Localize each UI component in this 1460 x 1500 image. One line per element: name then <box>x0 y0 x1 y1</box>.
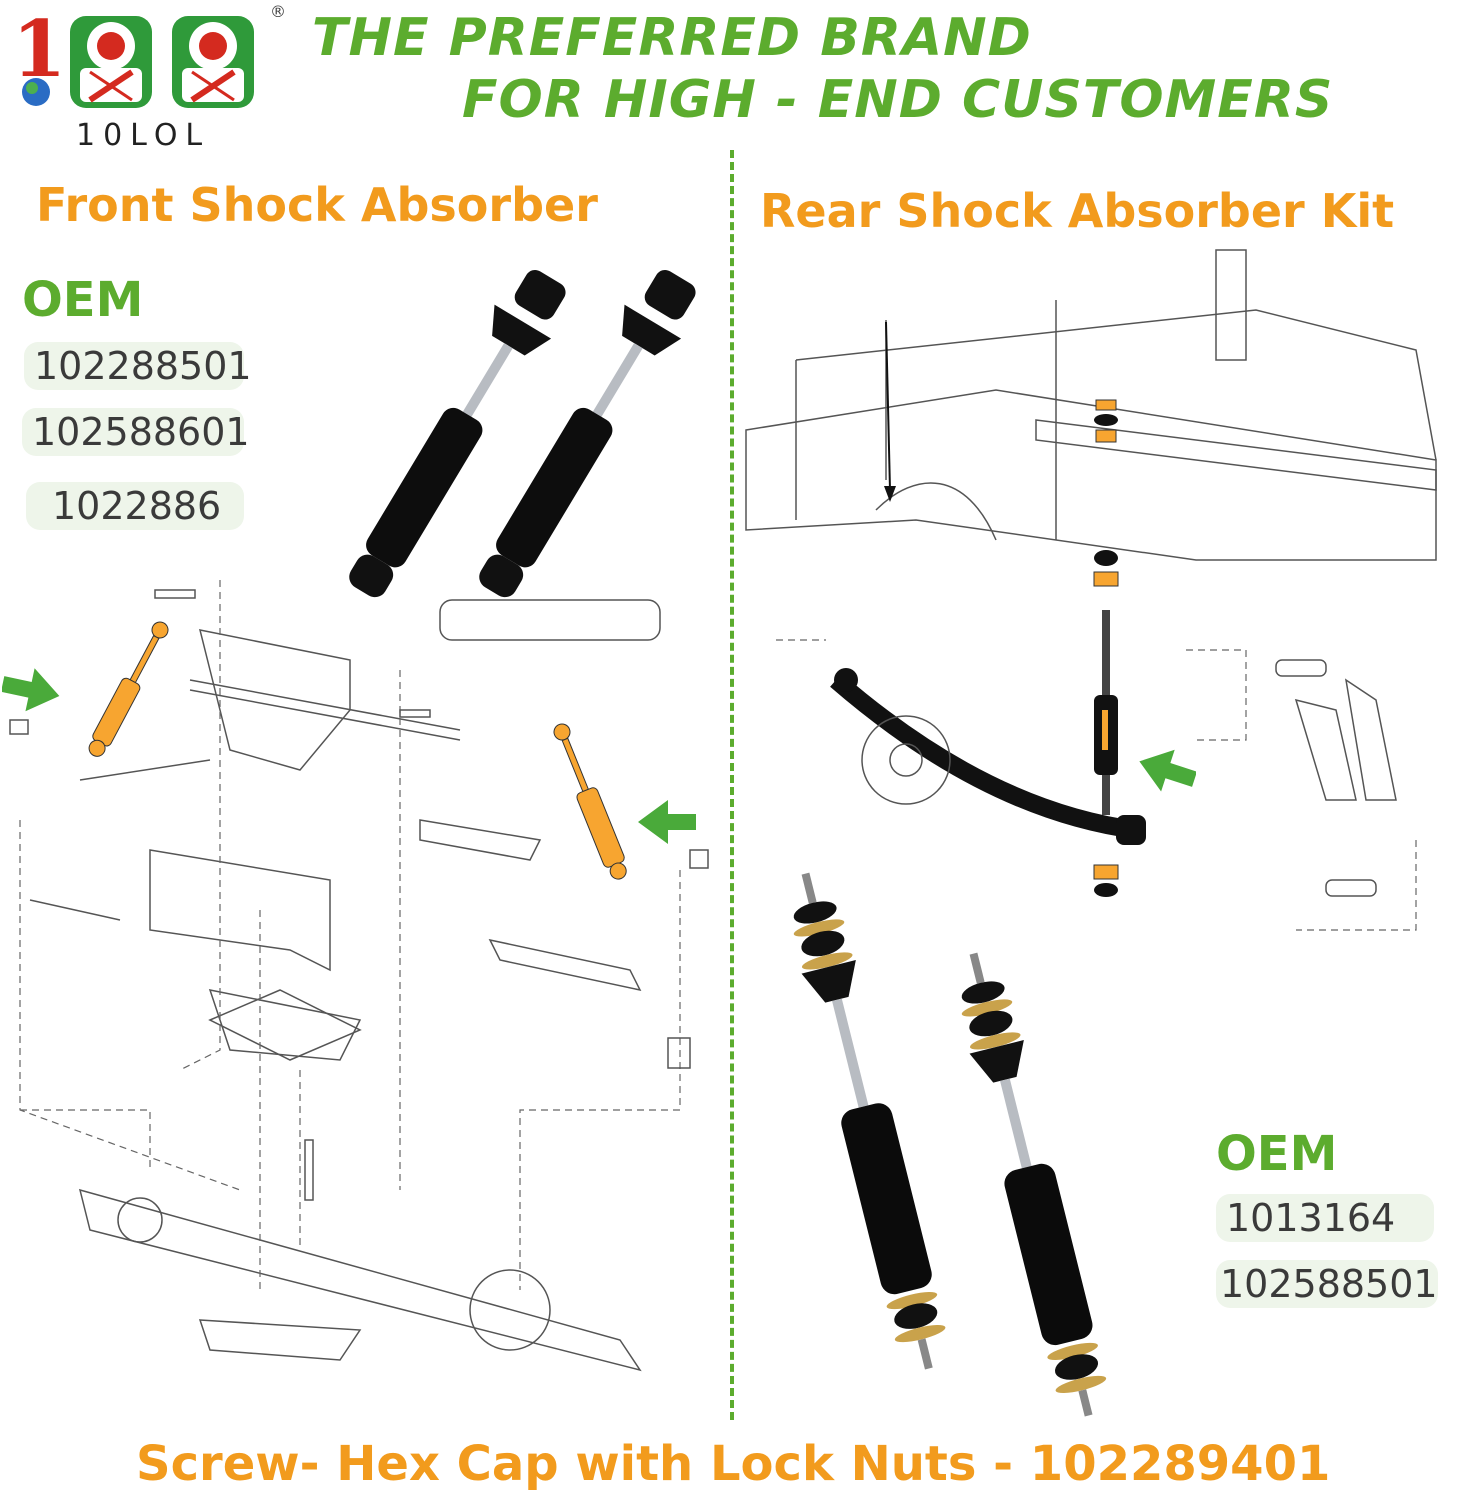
rear-oem-part-number: 1013164 <box>1216 1194 1434 1242</box>
headline-line-1: THE PREFERRED BRAND <box>312 8 1032 68</box>
front-oem-part-number: 1022886 <box>26 482 244 530</box>
front-section-title: Front Shock Absorber <box>36 178 598 232</box>
footer-caption: Screw- Hex Cap with Lock Nuts - 10228940… <box>136 1436 1331 1492</box>
front-oem-part-number: 102288501 <box>24 342 252 390</box>
brand-logo-mark: 1 <box>12 4 254 108</box>
rear-oem-part-number: 102588501 <box>1216 1260 1438 1308</box>
front-suspension-diagram <box>9 580 709 1372</box>
registered-mark: ® <box>270 2 286 21</box>
rear-section-title: Rear Shock Absorber Kit <box>760 184 1395 238</box>
rear-shock-absorber-kit-image <box>793 872 1107 1417</box>
arrow-icon <box>638 800 696 844</box>
rear-suspension-diagram <box>745 249 1437 931</box>
rear-oem-label: OEM <box>1216 1126 1338 1182</box>
arrow-icon <box>2 668 60 712</box>
arrow-icon <box>1139 749 1196 792</box>
brand-logo: 1 ® 10LOL <box>8 2 288 153</box>
front-oem-label: OEM <box>22 272 144 328</box>
front-shock-absorber-image <box>349 270 696 598</box>
brand-name: 10LOL <box>76 118 211 153</box>
front-oem-part-number: 102588601 <box>22 408 250 456</box>
headline-line-2: FOR HIGH - END CUSTOMERS <box>462 70 1334 130</box>
section-divider <box>730 150 734 1420</box>
